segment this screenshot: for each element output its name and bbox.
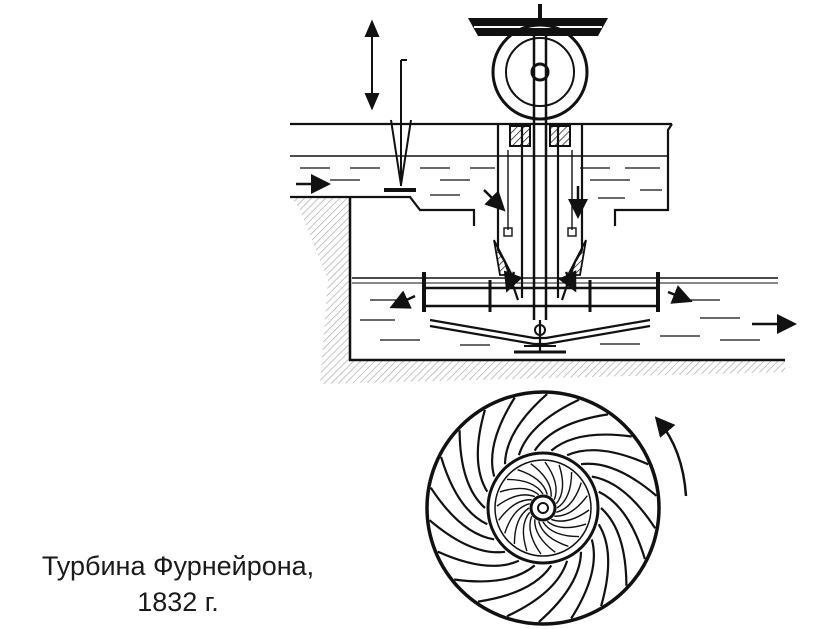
outer-blade — [454, 564, 536, 583]
inner-guide-blade — [506, 478, 544, 495]
diagram-caption: Турбина Фурнейрона, 1832 г. — [18, 548, 338, 620]
inner-guide-blade — [529, 515, 542, 555]
outer-blade — [533, 413, 609, 452]
inner-guide-blade — [556, 482, 582, 513]
inner-guide-blade — [530, 463, 552, 497]
caption-title: Турбина Фурнейрона, — [41, 551, 315, 581]
outer-blade — [458, 430, 486, 509]
top-gear — [468, 4, 608, 36]
inner-guide-blade — [499, 487, 540, 496]
outer-blade — [491, 396, 516, 477]
inner-guide-blade — [550, 509, 590, 522]
inner-guide-blade — [554, 495, 588, 517]
outer-blade — [580, 462, 658, 497]
inner-guide-blade — [517, 469, 548, 495]
outer-blade — [550, 433, 632, 452]
turbine-shaft — [532, 36, 548, 320]
outer-blade — [538, 551, 583, 623]
inner-guide-blade — [534, 519, 556, 553]
outer-blade — [597, 523, 610, 607]
right-discharge-arrow — [667, 285, 693, 304]
outer-blade — [429, 487, 495, 541]
gate-rod — [384, 59, 416, 192]
inner-guide-blade — [522, 511, 531, 552]
inner-guide-blade — [542, 521, 580, 538]
left-guide-vane — [493, 239, 514, 276]
outer-blade — [566, 449, 649, 466]
rotation-arrow — [654, 416, 688, 497]
outer-blade — [428, 519, 506, 554]
pulley-wheel — [491, 23, 589, 121]
outer-blade — [476, 409, 489, 493]
outer-blade — [503, 393, 548, 465]
upper-water-lines — [300, 167, 662, 199]
outer-blade — [440, 456, 488, 526]
left-bearing-block — [509, 125, 531, 147]
right-bearing-block — [549, 125, 571, 147]
upper-reservoir — [290, 122, 673, 226]
inner-guide-blade — [555, 464, 564, 505]
ground — [290, 196, 785, 384]
inner-guide-blade — [556, 471, 573, 509]
outer-blade — [517, 398, 580, 456]
outer-blade — [570, 539, 595, 620]
inner-guide-blade — [504, 503, 530, 534]
inner-guide-blade — [544, 461, 557, 501]
outer-blade — [598, 490, 646, 560]
outer-blade — [437, 550, 520, 567]
outer-blade — [600, 507, 628, 586]
left-discharge-arrow — [389, 290, 416, 309]
outer-blade — [506, 560, 569, 618]
shaft-foot — [534, 324, 546, 336]
inner-guide-blade — [538, 521, 569, 547]
adjust-arrow — [364, 19, 380, 111]
inner-guide-blade — [513, 507, 530, 545]
inner-guide-blade — [498, 499, 532, 521]
caption-year: 1832 г. — [137, 587, 219, 617]
gate-hangers — [503, 150, 577, 237]
runner-ring — [422, 272, 660, 312]
right-guide-vane — [566, 239, 587, 276]
outer-blade — [591, 475, 657, 529]
outer-blade — [477, 564, 553, 603]
inner-guide-blade — [546, 520, 587, 529]
runner-plan-view — [425, 390, 661, 626]
inner-guide-blade — [496, 494, 536, 507]
